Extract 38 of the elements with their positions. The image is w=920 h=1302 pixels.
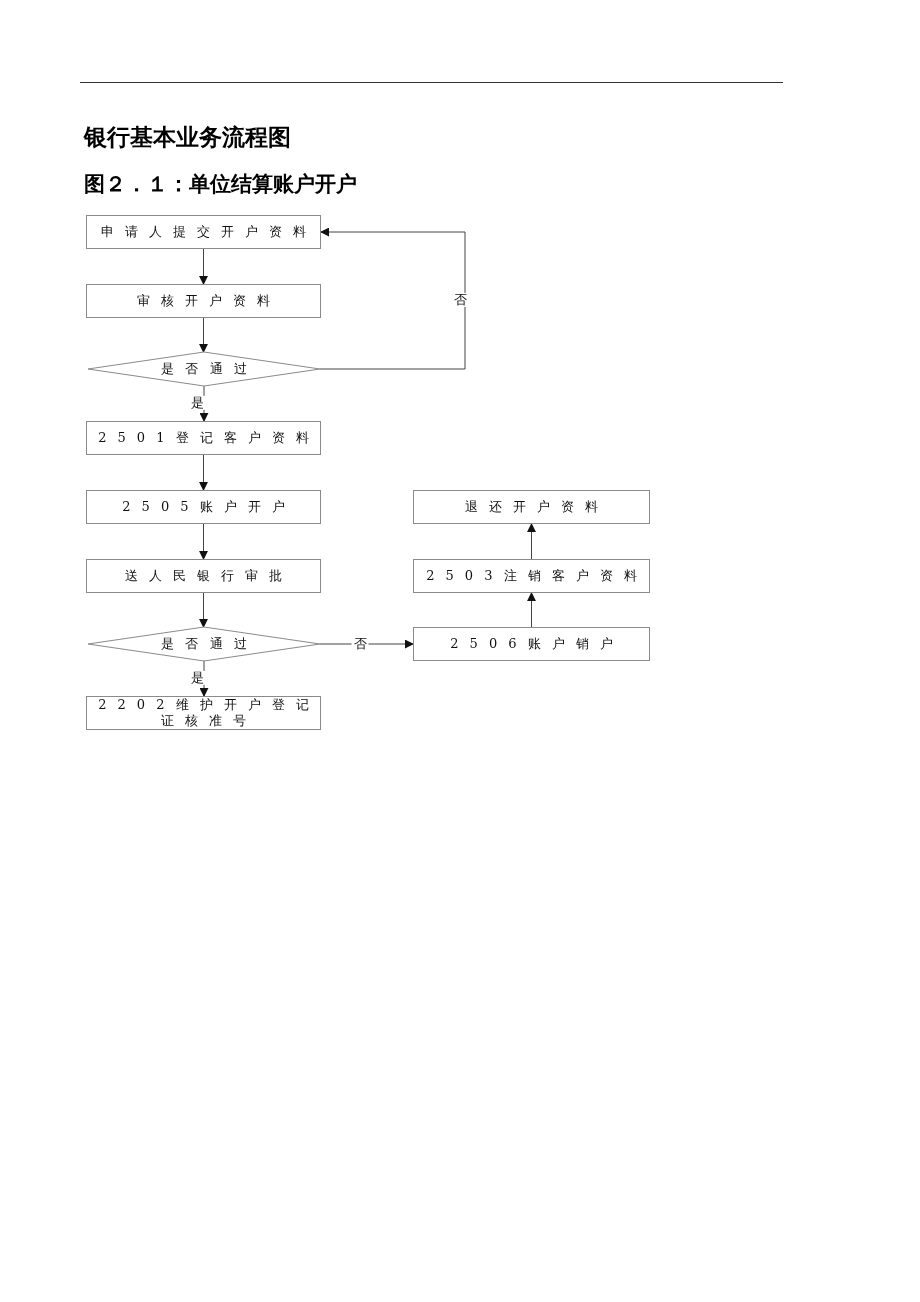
process-box <box>413 490 650 524</box>
arrow <box>319 227 466 370</box>
figure-caption: 图２．１：单位结算账户开户 <box>84 171 357 198</box>
decision-diamond <box>88 352 320 386</box>
arrow <box>319 639 414 649</box>
edge-label: 是 <box>188 395 206 411</box>
edge-label: 否 <box>351 636 369 652</box>
decision-diamond <box>88 627 320 661</box>
node-label: 是否通过 <box>160 635 258 653</box>
edge-label: 否 <box>451 292 469 308</box>
node-label: 2506账户销户 <box>449 635 624 653</box>
arrow <box>199 592 208 628</box>
node-label: 退还开户资料 <box>463 498 610 516</box>
node-label: 2503注销客户资料 <box>425 567 648 585</box>
page-title: 银行基本业务流程图 <box>84 123 291 152</box>
node-label: 送人民银行审批 <box>123 567 294 585</box>
node-label: 2505账户开户 <box>121 498 296 516</box>
process-box <box>86 215 321 249</box>
node-label: 2202维护开户登记证核准号 <box>97 696 320 730</box>
process-box <box>86 284 321 318</box>
node-label: 2501登记客户资料 <box>97 429 320 447</box>
node-label: 申请人提交开户资料 <box>99 223 318 241</box>
arrow <box>199 317 208 353</box>
process-box <box>86 490 321 524</box>
arrow <box>199 523 208 560</box>
process-box <box>86 421 321 455</box>
arrow <box>527 523 536 560</box>
process-box <box>413 627 650 661</box>
arrow <box>199 248 208 285</box>
node-label: 是否通过 <box>160 360 258 378</box>
edge-label: 是 <box>188 670 206 686</box>
arrow <box>199 385 209 422</box>
arrow <box>199 454 208 491</box>
arrow <box>199 660 209 697</box>
arrow <box>527 592 536 628</box>
process-box <box>86 559 321 593</box>
process-box <box>413 559 650 593</box>
node-label: 审核开户资料 <box>135 292 282 310</box>
